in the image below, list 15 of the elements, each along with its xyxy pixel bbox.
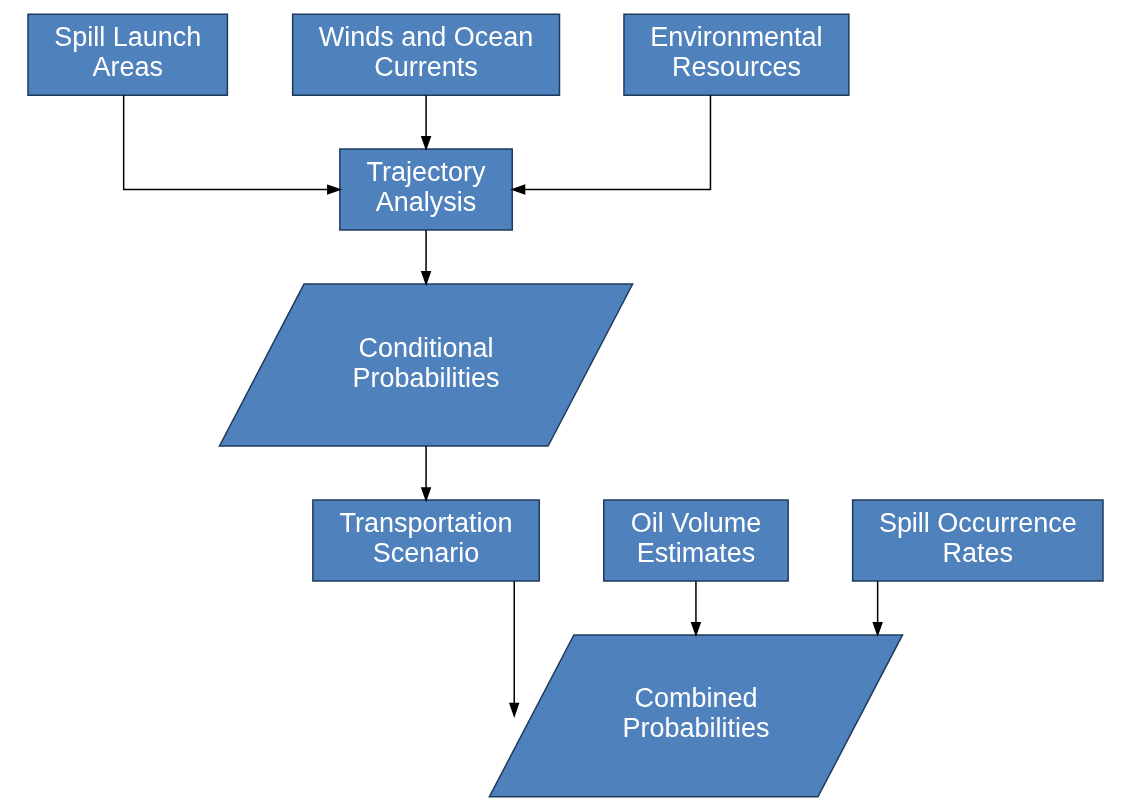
arrow bbox=[509, 94, 711, 195]
arrow bbox=[420, 445, 431, 503]
arrow bbox=[122, 94, 342, 195]
node-box: Spill Occurrence Rates bbox=[851, 499, 1104, 582]
arrow bbox=[690, 580, 701, 637]
arrow bbox=[420, 229, 431, 287]
node-box: Spill Launch Areas bbox=[26, 13, 228, 96]
arrow bbox=[420, 94, 431, 151]
node-box: Transportation Scenario bbox=[311, 499, 540, 582]
arrow bbox=[871, 580, 883, 637]
arrow bbox=[508, 580, 519, 718]
node-box: Trajectory Analysis bbox=[338, 148, 513, 231]
node-box: Winds and Ocean Currents bbox=[291, 13, 560, 96]
node-box: Oil Volume Estimates bbox=[602, 499, 789, 582]
node-box: Environmental Resources bbox=[622, 13, 850, 96]
